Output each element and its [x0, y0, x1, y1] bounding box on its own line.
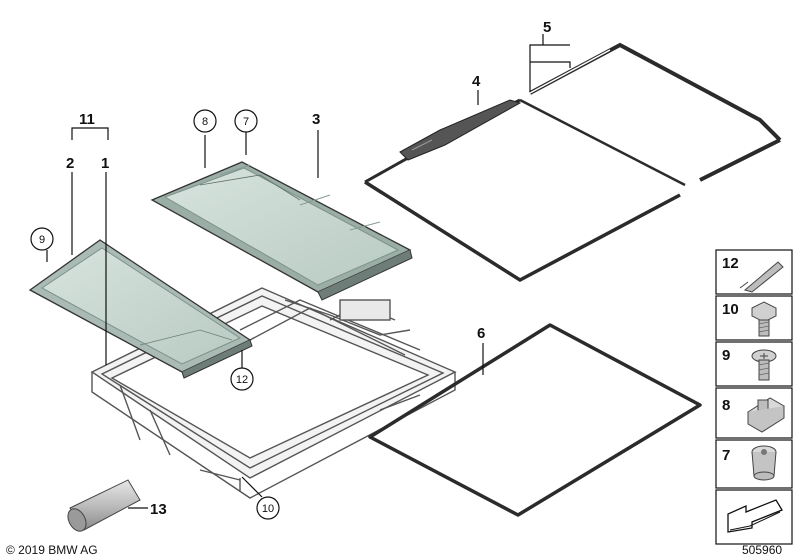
frame-seal — [368, 323, 702, 517]
front-glass-panel — [28, 239, 253, 379]
legend-box-8: 8 — [715, 387, 793, 439]
spreader-tool-icon — [739, 261, 784, 293]
circled-callout-8: 8 — [193, 109, 217, 133]
adhesive-tube — [67, 479, 141, 532]
drawing-number: 505960 — [742, 543, 782, 557]
callout-13: 13 — [150, 501, 167, 518]
svg-text:10: 10 — [262, 503, 274, 515]
arrow-direction-icon — [727, 499, 783, 533]
callout-11: 11 — [79, 111, 95, 128]
callout-3: 3 — [312, 111, 320, 128]
svg-text:8: 8 — [202, 116, 208, 128]
callout-6: 6 — [477, 325, 485, 342]
torx-screw-icon — [751, 349, 777, 381]
svg-text:12: 12 — [236, 374, 248, 386]
legend-box-arrow — [715, 489, 793, 545]
callout-4: 4 — [472, 73, 481, 90]
callout-1: 1 — [101, 155, 109, 172]
circled-callout-10: 10 — [256, 496, 280, 520]
wind-deflector — [399, 99, 522, 161]
hex-bolt-icon — [751, 301, 777, 337]
copyright-text: © 2019 BMW AG — [6, 543, 98, 557]
parts-legend: 12 10 9 — [715, 249, 793, 545]
svg-text:7: 7 — [243, 116, 249, 128]
svg-text:9: 9 — [39, 234, 45, 246]
circled-callout-12: 12 — [230, 367, 254, 391]
roof-seal — [364, 42, 782, 283]
svg-text:12: 12 — [722, 255, 739, 272]
svg-text:9: 9 — [722, 347, 730, 364]
callout-2: 2 — [66, 155, 74, 172]
leader-lines — [46, 61, 571, 509]
circled-callout-7: 7 — [234, 109, 258, 133]
legend-box-7: 7 — [715, 439, 793, 489]
circled-callout-9: 9 — [30, 227, 54, 251]
svg-text:10: 10 — [722, 301, 739, 318]
callout-5: 5 — [543, 19, 551, 36]
clip-nut-icon — [747, 397, 785, 433]
legend-box-9: 9 — [715, 341, 793, 387]
svg-text:8: 8 — [722, 397, 730, 414]
legend-box-12: 12 — [715, 249, 793, 295]
rivet-nut-icon — [751, 445, 777, 481]
svg-text:7: 7 — [722, 447, 730, 464]
rear-glass-panel — [150, 161, 413, 301]
legend-box-10: 10 — [715, 295, 793, 341]
